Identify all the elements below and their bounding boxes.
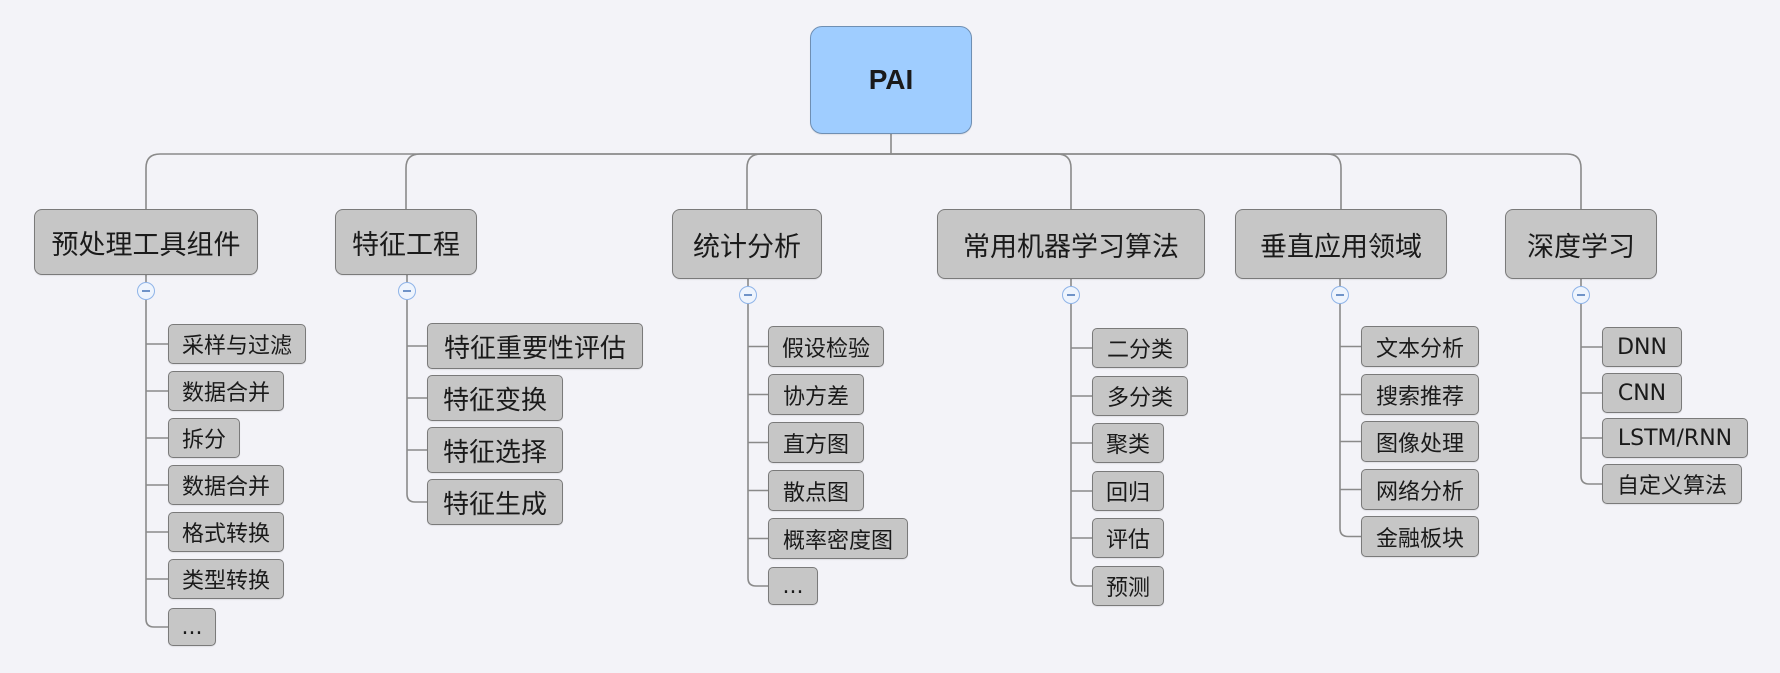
collapse-toggle-preprocess[interactable] [137,282,155,300]
leaf-vertical-0[interactable]: 文本分析 [1361,326,1479,367]
branch-connector-stats [746,153,891,209]
leaf-vertical-1[interactable]: 搜索推荐 [1361,374,1479,415]
leaf-preprocess-3[interactable]: 数据合并 [168,465,284,505]
leaf-stats-0[interactable]: 假设检验 [768,326,884,367]
leaf-stats-5[interactable]: ... [768,567,818,605]
leaf-spine-feature [406,300,427,503]
leaf-spine-deep [1580,304,1602,485]
root-node[interactable]: PAI [810,26,972,134]
minus-icon [1336,294,1344,296]
minus-icon [1577,294,1585,296]
leaf-stats-3[interactable]: 散点图 [768,470,864,511]
minus-icon [744,294,752,296]
leaf-ml-2[interactable]: 聚类 [1092,423,1164,463]
leaf-feature-2[interactable]: 特征选择 [427,427,563,473]
branch-preprocess[interactable]: 预处理工具组件 [34,209,258,275]
collapse-toggle-vertical[interactable] [1331,286,1349,304]
leaf-preprocess-0[interactable]: 采样与过滤 [168,324,306,364]
leaf-ml-3[interactable]: 回归 [1092,471,1164,511]
branch-connector-deep [891,153,1582,209]
minus-icon [1067,294,1075,296]
leaf-preprocess-2[interactable]: 拆分 [168,418,240,458]
branch-connector-ml [891,153,1072,209]
leaf-stats-4[interactable]: 概率密度图 [768,518,908,559]
leaf-feature-0[interactable]: 特征重要性评估 [427,323,643,369]
branch-ml[interactable]: 常用机器学习算法 [937,209,1205,279]
branch-vertical[interactable]: 垂直应用领域 [1235,209,1447,279]
branch-feature[interactable]: 特征工程 [335,209,477,275]
branch-deep[interactable]: 深度学习 [1505,209,1657,279]
leaf-ml-4[interactable]: 评估 [1092,518,1164,558]
leaf-preprocess-5[interactable]: 类型转换 [168,559,284,599]
leaf-spine-stats [747,304,768,587]
leaf-ml-5[interactable]: 预测 [1092,566,1164,606]
branch-connector-vertical [891,153,1342,209]
leaf-preprocess-6[interactable]: ... [168,608,216,646]
leaf-spine-preprocess [145,300,168,628]
leaf-feature-3[interactable]: 特征生成 [427,479,563,525]
leaf-deep-3[interactable]: 自定义算法 [1602,464,1742,504]
leaf-stats-1[interactable]: 协方差 [768,374,864,415]
minus-icon [142,290,150,292]
leaf-preprocess-1[interactable]: 数据合并 [168,371,284,411]
leaf-spine-vertical [1339,304,1361,538]
minus-icon [403,290,411,292]
collapse-toggle-ml[interactable] [1062,286,1080,304]
collapse-toggle-deep[interactable] [1572,286,1590,304]
branch-stats[interactable]: 统计分析 [672,209,822,279]
leaf-feature-1[interactable]: 特征变换 [427,375,563,421]
branch-connector-preprocess [145,153,891,209]
leaf-vertical-4[interactable]: 金融板块 [1361,516,1479,557]
collapse-toggle-feature[interactable] [398,282,416,300]
leaf-stats-2[interactable]: 直方图 [768,422,864,463]
leaf-deep-1[interactable]: CNN [1602,373,1682,413]
leaf-vertical-2[interactable]: 图像处理 [1361,421,1479,462]
leaf-spine-ml [1070,304,1092,587]
branch-connector-feature [405,153,891,209]
leaf-ml-0[interactable]: 二分类 [1092,328,1188,368]
leaf-ml-1[interactable]: 多分类 [1092,376,1188,416]
leaf-deep-0[interactable]: DNN [1602,327,1682,367]
leaf-deep-2[interactable]: LSTM/RNN [1602,418,1748,458]
collapse-toggle-stats[interactable] [739,286,757,304]
leaf-vertical-3[interactable]: 网络分析 [1361,469,1479,510]
leaf-preprocess-4[interactable]: 格式转换 [168,512,284,552]
